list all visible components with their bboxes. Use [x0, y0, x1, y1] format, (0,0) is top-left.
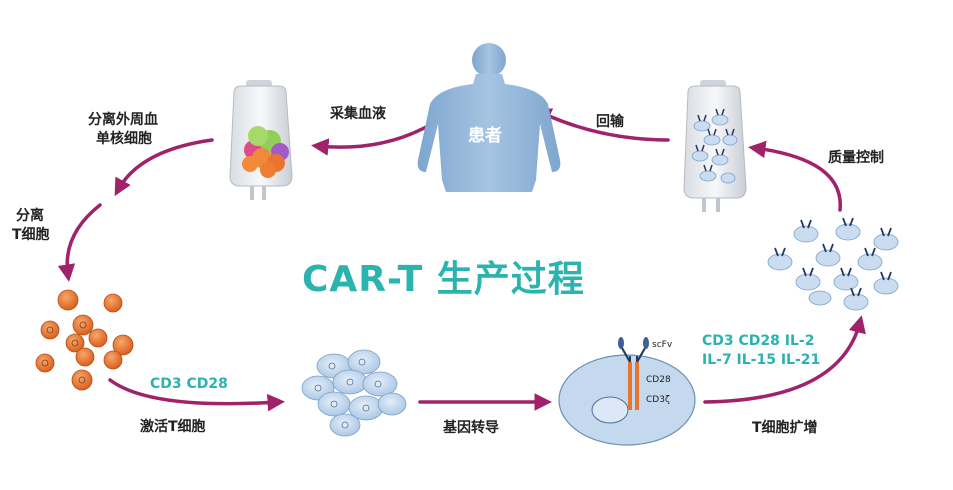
- arrow-expansion: [703, 315, 866, 404]
- arrow-separate-t: [57, 203, 102, 282]
- label-expansion-markers-1: CD3 CD28 IL-2: [702, 333, 815, 349]
- label-expansion-markers-2: IL-7 IL-15 IL-21: [702, 352, 821, 368]
- label-collect-blood: 采集血液: [330, 106, 386, 122]
- car-t-cell-icon: [558, 337, 696, 446]
- blood-bag-cart-icon: [683, 80, 747, 212]
- label-reinfusion: 回输: [596, 114, 624, 130]
- label-gene-transfer: 基因转导: [443, 420, 499, 436]
- label-separate-t-1: 分离: [16, 208, 44, 224]
- label-separate-pbmc-2: 单核细胞: [96, 131, 152, 147]
- label-cd3z-domain: CD3ζ: [646, 395, 670, 405]
- label-separate-t-2: T细胞: [12, 227, 50, 243]
- arrow-collect-blood: [311, 124, 430, 156]
- label-separate-pbmc-1: 分离外周血: [88, 112, 158, 128]
- page-title: CAR-T 生产过程: [302, 259, 585, 300]
- label-activate-markers: CD3 CD28: [150, 376, 228, 392]
- process-arrows: [57, 108, 866, 412]
- arrow-quality-control: [748, 140, 842, 212]
- arrow-activate: [108, 378, 285, 412]
- activated-t-cells-icon: [301, 349, 407, 437]
- patient-body-icon: [417, 43, 561, 192]
- label-activate-t: 激活T细胞: [140, 419, 206, 435]
- label-cd28-domain: CD28: [646, 375, 671, 385]
- label-t-expansion: T细胞扩增: [752, 420, 818, 436]
- arrow-separate-pbmc: [114, 138, 214, 197]
- label-scfv: scFv: [652, 340, 673, 350]
- label-quality-control: 质量控制: [828, 150, 884, 166]
- t-cell-cluster-icon: [35, 289, 134, 391]
- blood-bag-pbmc-icon: [229, 80, 293, 200]
- arrow-reinfusion: [533, 108, 670, 142]
- car-receptor-icon: [618, 337, 649, 410]
- expanded-cart-cells-icon: [767, 217, 899, 311]
- patient-label: 患者: [468, 126, 502, 146]
